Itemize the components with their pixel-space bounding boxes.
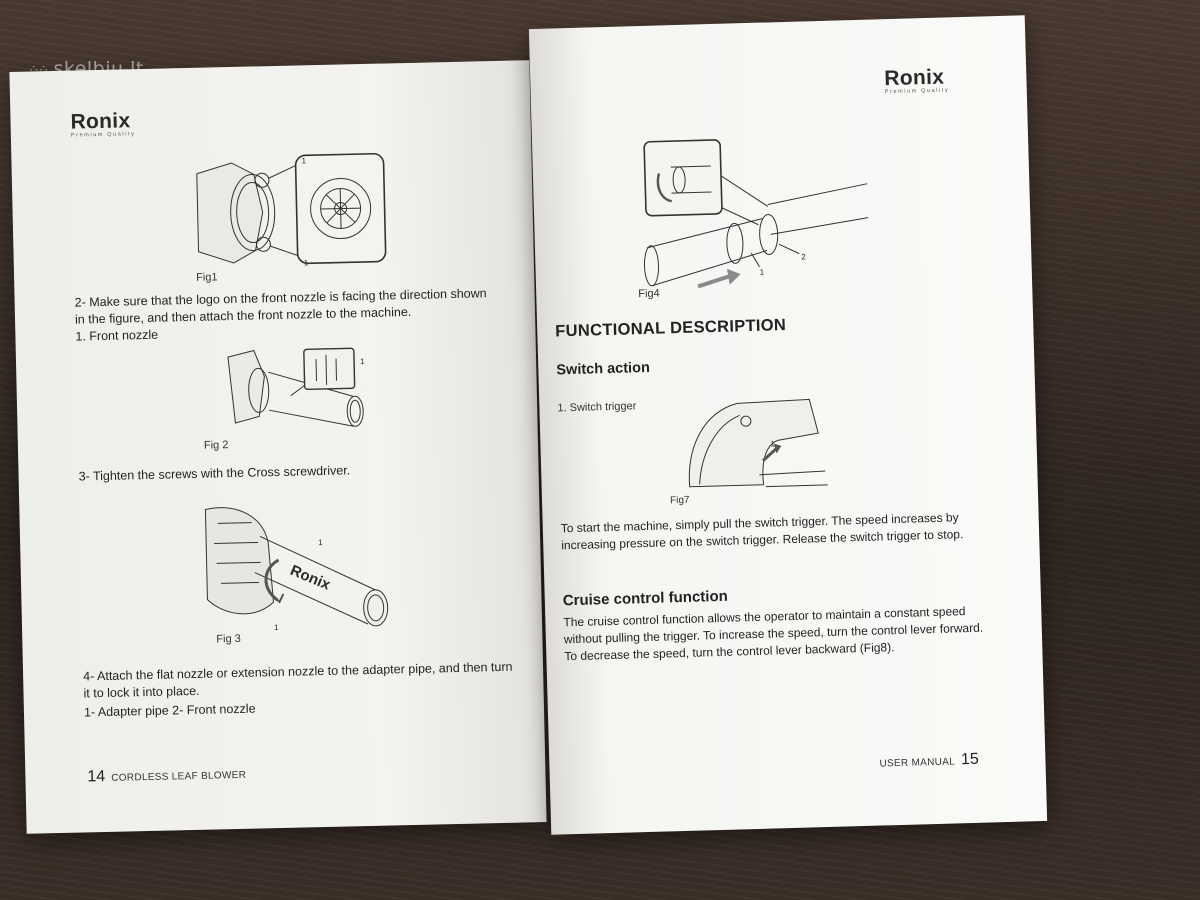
fig3-caption: Fig 3 — [216, 632, 241, 646]
right-page-number: 15 — [960, 750, 979, 769]
fig3-callout-1: 1 — [318, 538, 323, 547]
cruise-heading: Cruise control function — [562, 587, 728, 610]
fig1-callout-1: 1 — [301, 156, 306, 165]
step2-text: 2- Make sure that the logo on the front … — [74, 286, 487, 327]
fig1-callout-2: 1 — [304, 258, 309, 267]
switch-item: 1. Switch trigger — [557, 400, 637, 415]
step4-text: 4- Attach the flat nozzle or extension n… — [82, 659, 513, 701]
brand-tagline-right: Premium Quality — [884, 87, 950, 96]
fig7-callout: 1 — [770, 439, 775, 448]
switch-heading: Switch action — [556, 359, 651, 379]
figure-2-illustration: 1 — [224, 344, 365, 439]
figure-3-illustration: Ronix 1 1 — [201, 499, 396, 632]
brand-tagline: Premium Quality — [70, 131, 136, 139]
cruise-description: The cruise control function allows the o… — [563, 604, 984, 664]
fig4-callout-1: 1 — [760, 268, 765, 277]
fig3-callout-2: 1 — [274, 623, 279, 632]
left-footer-title: CORDLESS LEAF BLOWER — [111, 769, 247, 784]
left-page-number: 14 — [87, 768, 106, 786]
step3-text: 3- Tighten the screws with the Cross scr… — [78, 463, 351, 484]
brand-logo: Ronix Premium Quality — [70, 109, 135, 138]
fig2-caption: Fig 2 — [203, 439, 229, 452]
figure-4-illustration: 1 2 — [640, 132, 874, 288]
right-page: Ronix Premium Quality 1 2 Fig4 FUNCTIONA… — [528, 15, 1048, 835]
fig7-caption: Fig7 — [669, 494, 690, 507]
left-page: Ronix Premium Quality 1 1 Fig1 2- Make s… — [9, 60, 547, 834]
step2-item: 1. Front nozzle — [75, 327, 159, 344]
right-footer-title: USER MANUAL — [879, 756, 956, 770]
switch-description: To start the machine, simply pull the sw… — [560, 510, 964, 553]
fig4-caption: Fig4 — [638, 287, 660, 301]
step4-items: 1- Adapter pipe 2- Front nozzle — [83, 701, 256, 720]
fig2-callout: 1 — [360, 357, 365, 366]
fig1-caption: Fig1 — [196, 271, 218, 284]
brand-logo-right: Ronix Premium Quality — [884, 65, 950, 96]
left-page-footer: 14 CORDLESS LEAF BLOWER — [87, 765, 246, 787]
figure-7-illustration: 1 — [677, 393, 830, 495]
figure-1-illustration: 1 1 — [191, 149, 394, 267]
section-title: FUNCTIONAL DESCRIPTION — [555, 316, 787, 341]
fig4-callout-2: 2 — [801, 252, 806, 261]
right-page-footer: USER MANUAL 15 — [879, 751, 985, 772]
